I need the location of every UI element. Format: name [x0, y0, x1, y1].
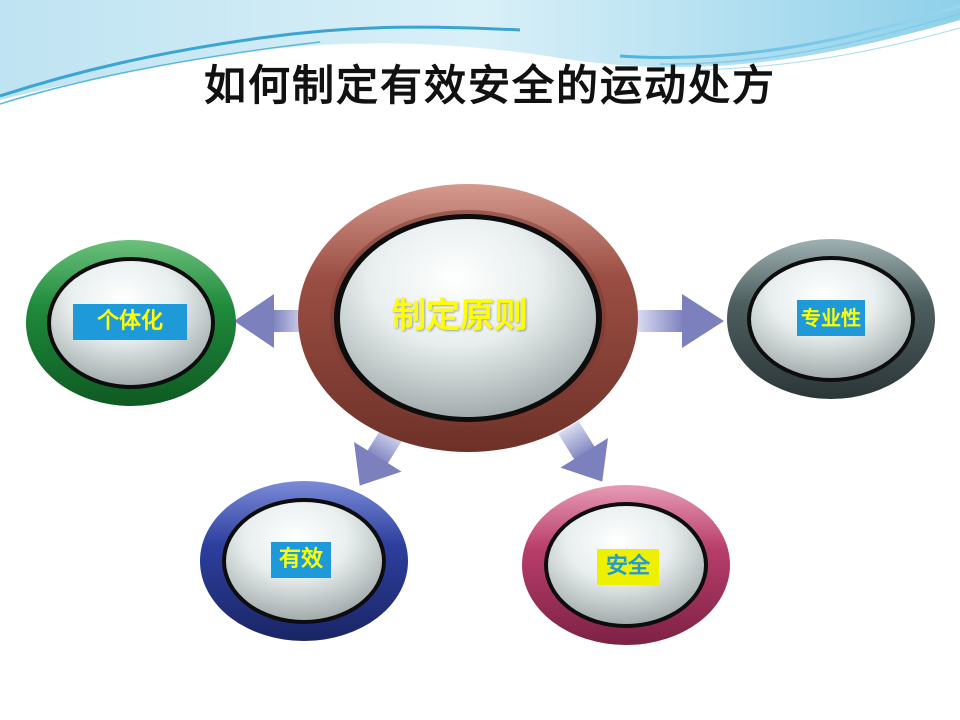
arrow-left	[234, 294, 306, 348]
label-professional: 专业性	[797, 300, 865, 336]
center-label: 制定原则	[392, 296, 528, 336]
arrow-right	[638, 294, 724, 348]
label-effective: 有效	[271, 542, 331, 578]
label-safe: 安全	[597, 549, 659, 585]
node-center	[298, 184, 638, 452]
header-wave	[0, 0, 960, 105]
node-effective	[200, 481, 408, 641]
arrow-down-right	[558, 420, 608, 482]
page-title: 如何制定有效安全的运动处方	[203, 61, 776, 110]
label-individual: 个体化	[73, 304, 187, 340]
